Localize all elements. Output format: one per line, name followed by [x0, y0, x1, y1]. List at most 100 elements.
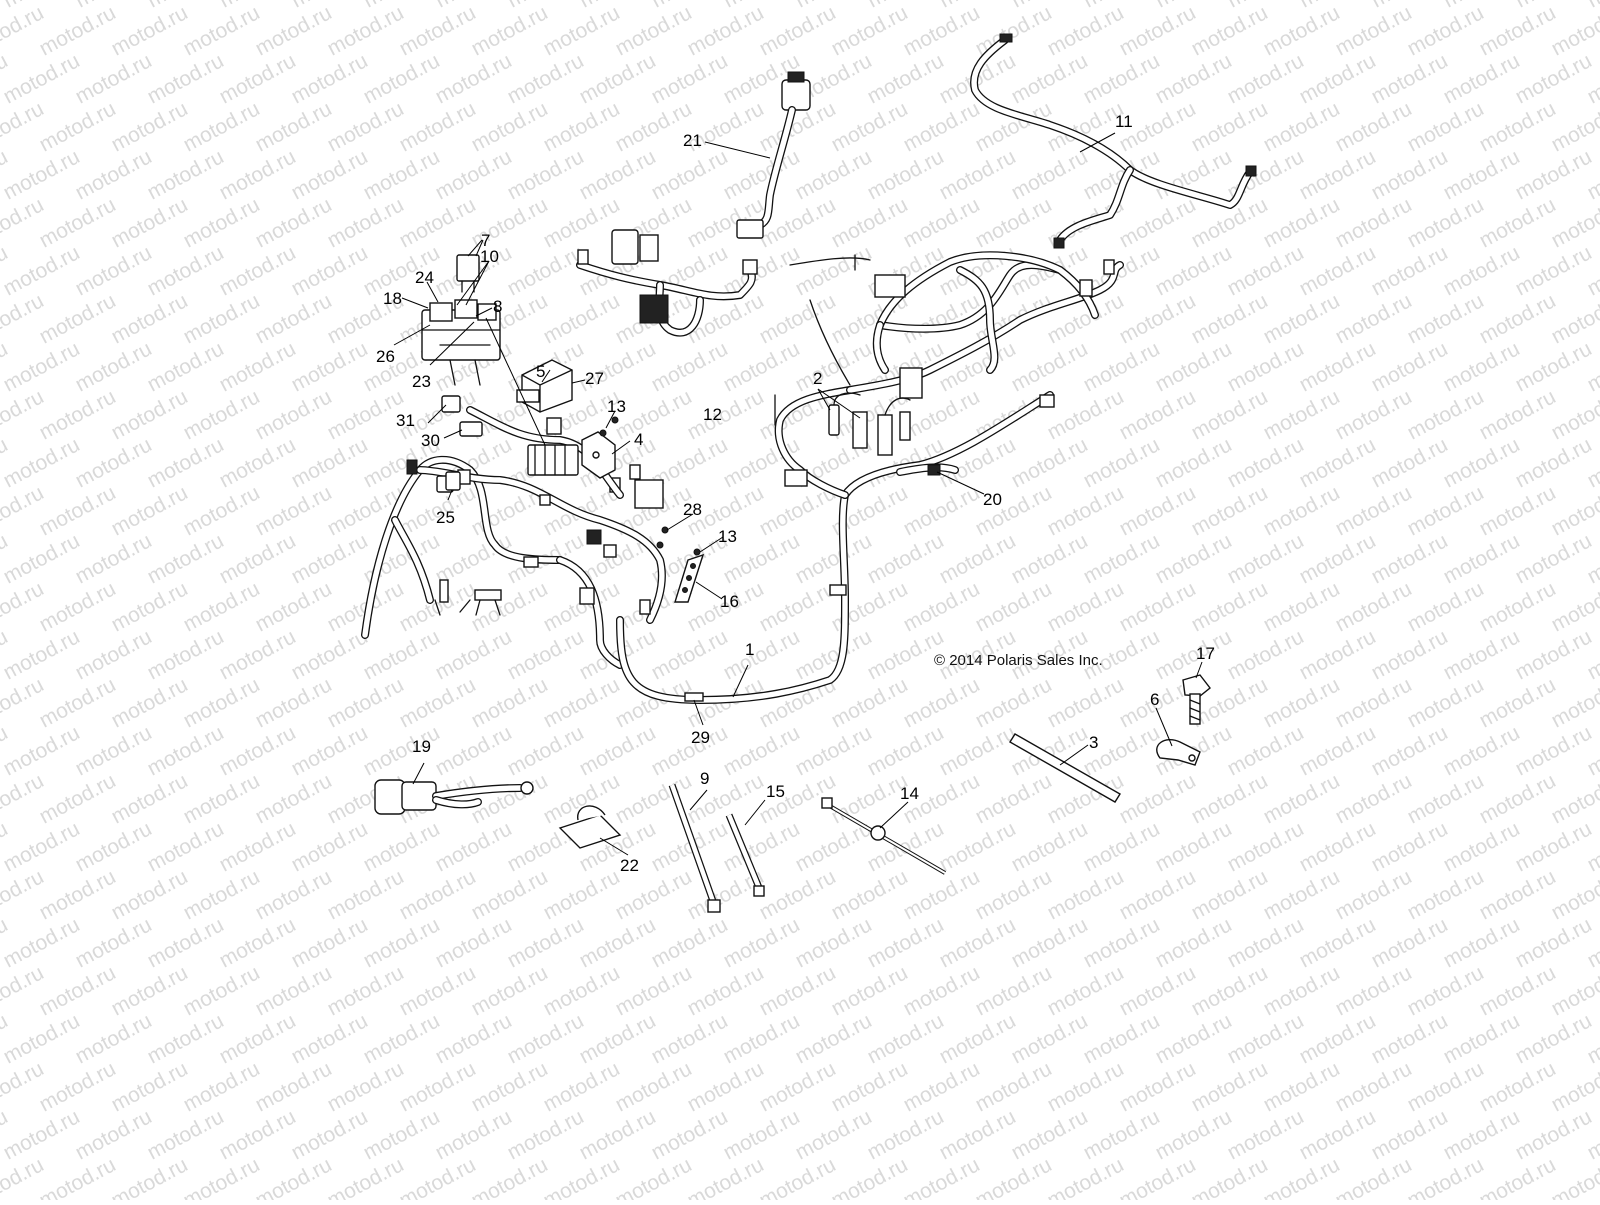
- callout-29: 29: [691, 728, 710, 747]
- watermark-text: motod.ru: [1404, 769, 1488, 828]
- watermark-text: motod.ru: [1080, 913, 1164, 972]
- watermark-text: motod.ru: [1116, 961, 1200, 1020]
- watermark-text: motod.ru: [1008, 337, 1092, 396]
- callout-27: 27: [585, 369, 604, 388]
- watermark-text: motod.ru: [1260, 1, 1344, 60]
- watermark-text: motod.ru: [1512, 433, 1596, 492]
- callout-8: 8: [493, 297, 502, 316]
- watermark-text: motod.ru: [1260, 577, 1344, 636]
- watermark-text: motod.ru: [720, 337, 804, 396]
- watermark-text: motod.ru: [0, 49, 84, 108]
- watermark-text: motod.ru: [1224, 1009, 1308, 1068]
- callout-9: 9: [700, 769, 709, 788]
- watermark-text: motod.ru: [1332, 961, 1416, 1020]
- watermark-text: motod.ru: [1008, 433, 1092, 492]
- watermark-text: motod.ru: [108, 1, 192, 60]
- watermark-text: motod.ru: [180, 481, 264, 540]
- watermark-text: motod.ru: [612, 961, 696, 1020]
- watermark-text: motod.ru: [72, 625, 156, 684]
- watermark-text: motod.ru: [1368, 433, 1452, 492]
- watermark-text: motod.ru: [972, 865, 1056, 924]
- watermark-text: motod.ru: [504, 49, 588, 108]
- watermark-text: motod.ru: [432, 1105, 516, 1164]
- watermark-text: motod.ru: [792, 1009, 876, 1068]
- watermark-text: motod.ru: [1224, 913, 1308, 972]
- watermark-text: motod.ru: [1512, 337, 1596, 396]
- watermark-text: motod.ru: [1332, 289, 1416, 348]
- watermark-text: motod.ru: [360, 721, 444, 780]
- watermark-text: motod.ru: [1224, 721, 1308, 780]
- callout-6: 6: [1150, 690, 1159, 709]
- watermark-text: motod.ru: [684, 1, 768, 60]
- watermark-text: motod.ru: [540, 97, 624, 156]
- watermark-text: motod.ru: [1080, 433, 1164, 492]
- watermark-text: motod.ru: [648, 721, 732, 780]
- watermark-text: motod.ru: [936, 817, 1020, 876]
- watermark-text: motod.ru: [756, 577, 840, 636]
- watermark-text: motod.ru: [1116, 193, 1200, 252]
- watermark-text: motod.ru: [540, 769, 624, 828]
- watermark-text: motod.ru: [1188, 961, 1272, 1020]
- watermark-text: motod.ru: [252, 289, 336, 348]
- watermark-text: motod.ru: [360, 145, 444, 204]
- watermark-text: motod.ru: [1260, 193, 1344, 252]
- watermark-text: motod.ru: [1476, 769, 1560, 828]
- watermark-text: motod.ru: [936, 721, 1020, 780]
- watermark-text: motod.ru: [108, 481, 192, 540]
- watermark-text: motod.ru: [828, 673, 912, 732]
- watermark-text: motod.ru: [360, 913, 444, 972]
- watermark-text: motod.ru: [1404, 865, 1488, 924]
- callout-2: 2: [813, 369, 822, 388]
- watermark-text: motod.ru: [216, 913, 300, 972]
- watermark-text: motod.ru: [1476, 673, 1560, 732]
- watermark-text: motod.ru: [864, 1105, 948, 1164]
- watermark-text: motod.ru: [108, 1057, 192, 1116]
- watermark-text: motod.ru: [432, 49, 516, 108]
- watermark-text: motod.ru: [180, 193, 264, 252]
- callout-16: 16: [720, 592, 739, 611]
- watermark-text: motod.ru: [288, 1105, 372, 1164]
- watermark-text: motod.ru: [72, 913, 156, 972]
- watermark-text: motod.ru: [252, 385, 336, 444]
- watermark-text: motod.ru: [576, 721, 660, 780]
- watermark-text: motod.ru: [252, 1, 336, 60]
- watermark-text: motod.ru: [1476, 577, 1560, 636]
- watermark-text: motod.ru: [900, 481, 984, 540]
- watermark-text: motod.ru: [1368, 625, 1452, 684]
- watermark-text: motod.ru: [576, 1009, 660, 1068]
- watermark-text: motod.ru: [828, 961, 912, 1020]
- watermark-text: motod.ru: [504, 1009, 588, 1068]
- watermark-text: motod.ru: [0, 481, 48, 540]
- watermark-text: motod.ru: [432, 1009, 516, 1068]
- watermark-text: motod.ru: [900, 577, 984, 636]
- watermark-text: motod.ru: [108, 961, 192, 1020]
- watermark-text: motod.ru: [648, 49, 732, 108]
- watermark-text: motod.ru: [1440, 337, 1524, 396]
- watermark-text: motod.ru: [1224, 625, 1308, 684]
- watermark-text: motod.ru: [1368, 529, 1452, 588]
- watermark-text: motod.ru: [1008, 817, 1092, 876]
- watermark-text: motod.ru: [1440, 721, 1524, 780]
- watermark-text: motod.ru: [180, 673, 264, 732]
- watermark-text: motod.ru: [1152, 913, 1236, 972]
- watermark-text: motod.ru: [1332, 97, 1416, 156]
- watermark-text: motod.ru: [0, 1, 48, 60]
- watermark-text: motod.ru: [972, 673, 1056, 732]
- watermark-text: motod.ru: [792, 241, 876, 300]
- watermark-text: motod.ru: [1260, 961, 1344, 1020]
- watermark-text: motod.ru: [180, 961, 264, 1020]
- watermark-text: motod.ru: [396, 1, 480, 60]
- watermark-text: motod.ru: [900, 961, 984, 1020]
- watermark-text: motod.ru: [1296, 241, 1380, 300]
- watermark-text: motod.ru: [180, 769, 264, 828]
- watermark-text: motod.ru: [612, 1, 696, 60]
- watermark-text: motod.ru: [1332, 1057, 1416, 1116]
- watermark-text: motod.ru: [468, 1057, 552, 1116]
- watermark-text: motod.ru: [144, 817, 228, 876]
- watermark-text: motod.ru: [0, 97, 48, 156]
- watermark-text: motod.ru: [1332, 481, 1416, 540]
- watermark-text: motod.ru: [540, 1, 624, 60]
- watermark-text: motod.ru: [108, 865, 192, 924]
- watermark-text: motod.ru: [540, 1057, 624, 1116]
- watermark-text: motod.ru: [0, 193, 48, 252]
